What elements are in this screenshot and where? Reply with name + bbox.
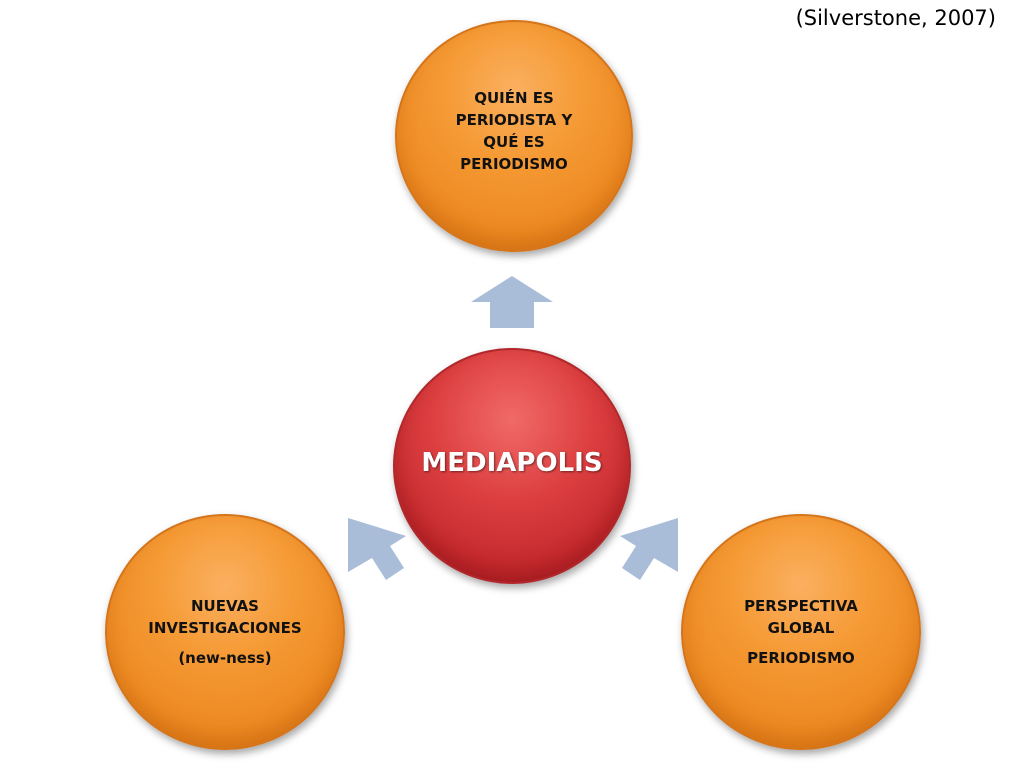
- node-perspectiva-global: PERSPECTIVA GLOBAL PERIODISMO: [681, 514, 921, 750]
- node-top-line: PERIODISTA Y: [455, 111, 573, 129]
- node-nuevas-investigaciones: NUEVAS INVESTIGACIONES (new-ness): [105, 514, 345, 750]
- node-top-line: QUIÉN ES: [474, 89, 554, 107]
- node-right-line: PERSPECTIVA: [744, 597, 858, 615]
- arrow-down-right-icon: [620, 518, 678, 580]
- node-top-label: QUIÉN ES PERIODISTA Y QUÉ ES PERIODISMO: [439, 87, 589, 175]
- node-quien-es-periodista: QUIÉN ES PERIODISTA Y QUÉ ES PERIODISMO: [395, 20, 633, 252]
- node-top-line: PERIODISMO: [460, 155, 568, 173]
- node-left-sub: (new-ness): [178, 649, 272, 667]
- center-label: MEDIAPOLIS: [421, 448, 603, 478]
- node-left-label: NUEVAS INVESTIGACIONES (new-ness): [125, 595, 325, 669]
- node-right-sub: PERIODISMO: [747, 649, 855, 667]
- node-left-line: INVESTIGACIONES: [148, 619, 302, 637]
- node-top-line: QUÉ ES: [483, 133, 545, 151]
- arrow-up-icon: [471, 276, 553, 328]
- node-right-line: GLOBAL: [767, 619, 835, 637]
- node-mediapolis: MEDIAPOLIS: [393, 348, 631, 584]
- node-left-line: NUEVAS: [191, 597, 259, 615]
- citation: (Silverstone, 2007): [795, 6, 996, 30]
- node-right-label: PERSPECTIVA GLOBAL PERIODISMO: [701, 595, 901, 669]
- arrow-down-left-icon: [348, 518, 406, 580]
